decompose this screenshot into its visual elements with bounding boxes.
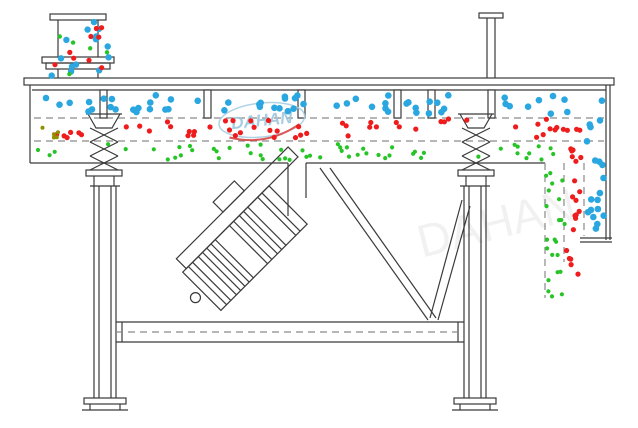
material-dots	[35, 18, 607, 299]
screen-lid	[23, 77, 615, 91]
motor-bracket	[287, 163, 307, 216]
dots-deck-top-blue	[42, 92, 606, 117]
dots-discharge-green	[544, 171, 567, 299]
spring-left	[85, 113, 123, 186]
machine-linework	[23, 12, 615, 411]
discharge-hopper	[319, 167, 471, 321]
dots-discharge-red	[564, 146, 584, 277]
dots-deck-bottom-green	[35, 142, 556, 162]
faint-watermark-text: DAHAN	[412, 178, 581, 267]
dots-inlet-red	[52, 25, 105, 71]
spring-right	[457, 113, 495, 187]
dots-left-olive	[40, 125, 60, 140]
watermark-brand-text: DAHAN	[230, 108, 294, 133]
watermark-swoosh-icon	[229, 123, 300, 142]
dots-deck-mid-red	[54, 116, 583, 141]
motor-shaft-icon	[189, 292, 202, 304]
support-leg-left	[82, 185, 128, 411]
vibration-motor	[175, 146, 309, 312]
cross-beam	[116, 321, 464, 343]
dust-outlet-pipe	[478, 12, 504, 78]
dots-discharge-blue	[583, 117, 607, 232]
dots-inlet-green	[57, 34, 110, 77]
